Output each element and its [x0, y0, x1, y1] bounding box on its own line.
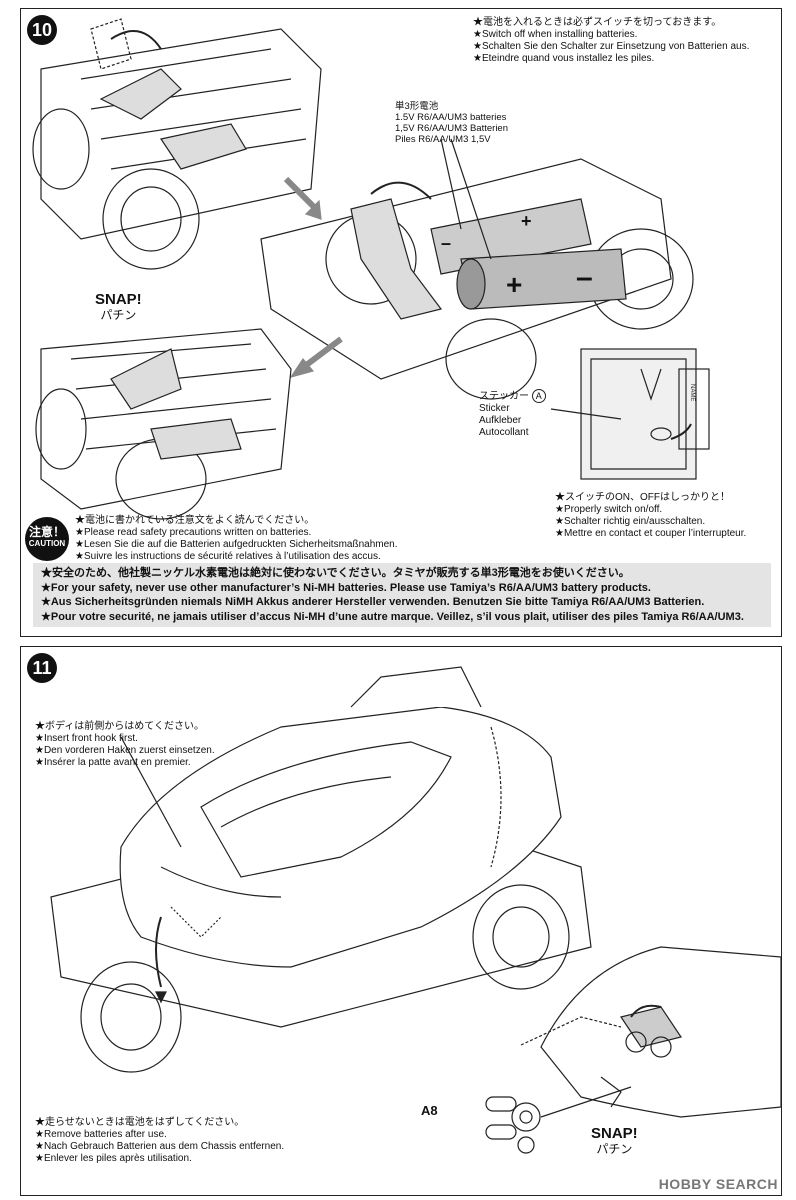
- svg-text:+: +: [506, 269, 522, 300]
- part-label-a8: A8: [421, 1103, 438, 1118]
- remove-batteries-note: ★走らせないときは電池をはずしてください。 ★Remove batteries …: [35, 1117, 285, 1164]
- svg-text:+: +: [521, 211, 532, 231]
- safety-warning-bar: ★安全のため、他社製ニッケル水素電池は絶対に使わないでください。タミヤが販売する…: [33, 563, 771, 627]
- snap-callout: SNAP! パチン: [591, 1125, 638, 1156]
- sticker-marker: A: [531, 389, 546, 403]
- battery-label: 単3形電池 1.5V R6/AA/UM3 batteries 1,5V R6/A…: [395, 101, 508, 145]
- step-10-panel: 10 + – –: [20, 8, 782, 637]
- watermark: HOBBY SEARCH: [658, 1176, 778, 1192]
- step-11-panel: 11: [20, 646, 782, 1196]
- caution-text: ★電池に書かれている注意文をよく読んでください。 ★Please read sa…: [75, 515, 398, 562]
- snap-callout: SNAP! パチン: [95, 291, 142, 322]
- caution-badge: 注意！ CAUTION: [25, 517, 69, 561]
- switch-off-note: ★電池を入れるときは必ずスイッチを切っておきます。 ★Switch off wh…: [473, 17, 750, 64]
- sticker-name-text: NAME: [689, 384, 695, 401]
- switch-note: ★スイッチのON、OFFはしっかりと！ ★Properly switch on/…: [555, 492, 747, 539]
- step-number: 11: [27, 653, 57, 683]
- svg-text:–: –: [441, 233, 451, 253]
- svg-text:–: –: [576, 261, 593, 294]
- step-11-illustration: [50, 666, 781, 1154]
- sticker-label: ステッカー A Sticker Aufkleber Autocollant: [479, 389, 546, 439]
- step-10-illustration: + – – + NAME: [32, 18, 710, 520]
- front-hook-note: ★ボディは前側からはめてください。 ★Insert front hook fir…: [35, 721, 215, 768]
- step-number: 10: [27, 15, 57, 45]
